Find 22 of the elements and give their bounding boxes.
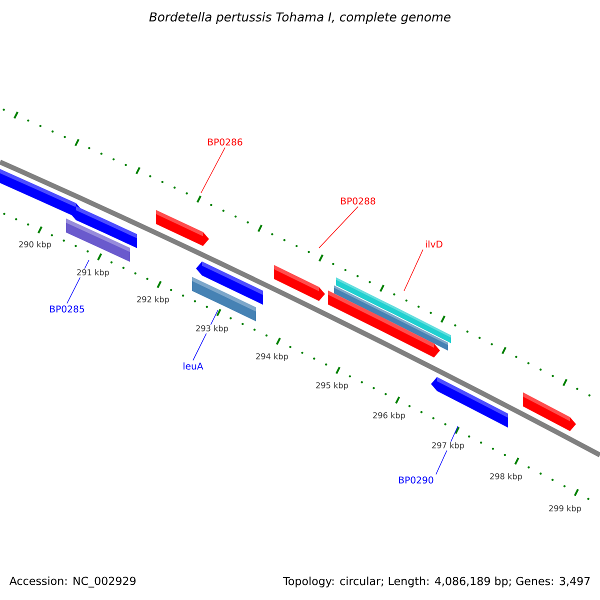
- gene-label: BP0290: [399, 476, 434, 484]
- tick-label: 299 kbp: [548, 504, 582, 514]
- leader-line: [404, 249, 424, 292]
- genome-summary: Topology: circular; Length: 4,086,189 bp; Genes: 3,497: [283, 576, 590, 588]
- tick-label: 298 kbp: [489, 472, 523, 482]
- gene-label: ilvD: [426, 240, 442, 248]
- title: Bordetella pertussis Tohama I, complete genome: [149, 12, 450, 24]
- tick-label: 295 kbp: [315, 382, 349, 390]
- gene-label: BP0288: [341, 197, 376, 205]
- tick-label: 297 kbp: [431, 442, 465, 450]
- tick-label: 294 kbp: [255, 352, 289, 362]
- leader-line: [318, 206, 358, 248]
- accession-text: Accession: NC_002929: [9, 576, 136, 588]
- leader-line: [200, 147, 226, 194]
- tick-label: 291 kbp: [76, 268, 110, 278]
- tick-label: 293 kbp: [195, 324, 229, 334]
- gene-label: leuA: [184, 362, 204, 370]
- tick-label: 296 kbp: [372, 412, 406, 420]
- gene-label: BP0286: [208, 138, 242, 146]
- gene-label: BP0285: [50, 305, 84, 313]
- tick-label: 292 kbp: [136, 296, 170, 304]
- tick-label: 290 kbp: [18, 240, 52, 250]
